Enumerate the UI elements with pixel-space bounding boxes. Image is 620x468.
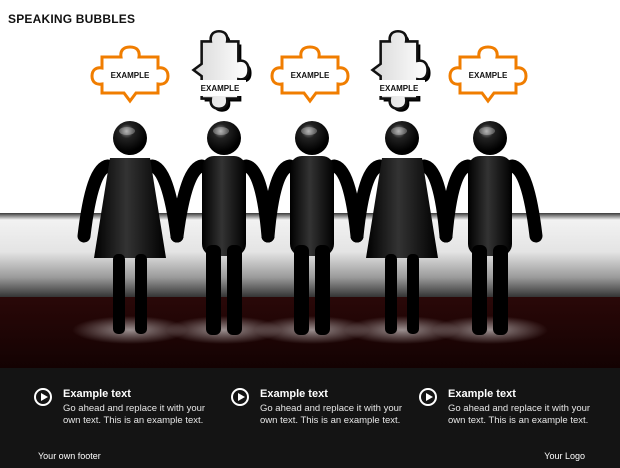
play-circle-icon[interactable] (419, 388, 437, 406)
man-figure (261, 121, 364, 335)
bullet-title: Example text (260, 388, 328, 400)
footer-text: Your own footer (38, 451, 101, 461)
illustration: EXAMPLE EXAMPLE EXAMPLE EXAMPLE EXAMPLE (0, 29, 620, 372)
bullet-text: Go ahead and replace it with your own te… (448, 403, 591, 426)
bullet-text: Go ahead and replace it with your own te… (260, 403, 403, 426)
puzzle-label: EXAMPLE (380, 84, 419, 93)
puzzle-speech-bubble: EXAMPLE (192, 29, 252, 112)
floor-spotlight (72, 316, 188, 344)
puzzle-label: EXAMPLE (201, 84, 240, 93)
bullet-text: Go ahead and replace it with your own te… (63, 403, 206, 426)
slide-title: SPEAKING BUBBLES (8, 12, 136, 26)
floor-spotlight (432, 316, 548, 344)
floor-spotlight (344, 316, 460, 344)
figure-head (207, 121, 241, 155)
puzzle-speech-bubble: EXAMPLE (448, 45, 528, 103)
bullet-title: Example text (63, 388, 131, 400)
puzzle-speech-bubble: EXAMPLE (270, 45, 350, 103)
figure-head (385, 121, 419, 155)
puzzle-speech-bubble: EXAMPLE (90, 45, 170, 103)
figure-head (295, 121, 329, 155)
play-circle-icon[interactable] (34, 388, 52, 406)
puzzle-label: EXAMPLE (111, 71, 150, 80)
floor-spotlight (254, 316, 370, 344)
puzzle-speech-bubble: EXAMPLE (371, 29, 431, 112)
puzzle-label: EXAMPLE (469, 71, 508, 80)
logo-placeholder: Your Logo (544, 451, 585, 461)
figure-head (113, 121, 147, 155)
figure-head (473, 121, 507, 155)
play-circle-icon[interactable] (231, 388, 249, 406)
bottom-band (0, 368, 620, 468)
man-figure (439, 121, 543, 335)
puzzle-label: EXAMPLE (291, 71, 330, 80)
bullet-title: Example text (448, 388, 516, 400)
floor-spotlight (166, 316, 282, 344)
